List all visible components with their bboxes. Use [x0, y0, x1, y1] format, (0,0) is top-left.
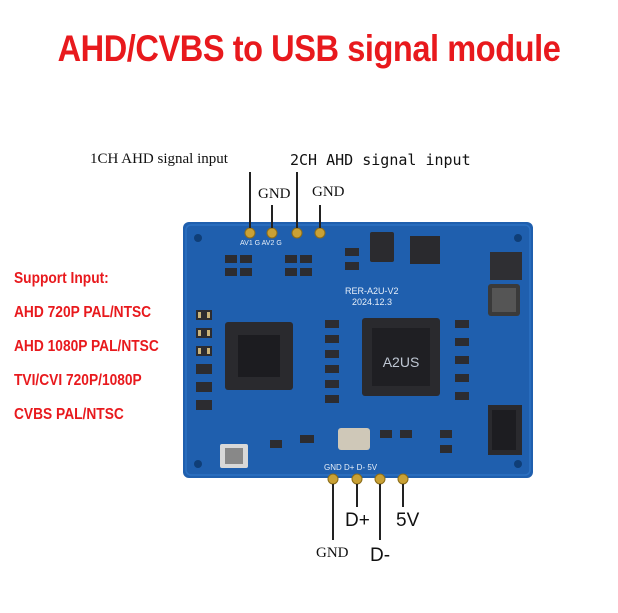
chip-label: A2US — [383, 354, 420, 370]
support-item: AHD 1080P PAL/NTSC — [14, 338, 159, 355]
page-title: AHD/CVBS to USB signal module — [57, 28, 561, 69]
support-item: CVBS PAL/NTSC — [14, 406, 124, 423]
silk-date: 2024.12.3 — [352, 297, 392, 307]
crystal — [338, 428, 370, 450]
support-input-list: Support Input: AHD 720P PAL/NTSC AHD 108… — [14, 262, 159, 432]
dplus-label: D+ — [345, 510, 370, 531]
support-heading: Support Input: — [14, 270, 109, 287]
pcb-board — [183, 222, 533, 478]
support-item: AHD 720P PAL/NTSC — [14, 304, 152, 321]
svg-text:AV1 G AV2 G: AV1 G AV2 G — [240, 240, 282, 247]
svg-text:GND D+ D- 5V: GND D+ D- 5V — [324, 463, 378, 472]
ch1-ahd-input-label: 1CH AHD signal input — [90, 151, 228, 167]
bottom-gnd-label: GND — [316, 545, 349, 561]
silk-model: RER-A2U-V2 — [345, 286, 399, 296]
gnd-left-label: GND — [258, 186, 291, 202]
gnd-right-label: GND — [312, 184, 345, 200]
ch2-ahd-input-label: 2CH AHD signal input — [290, 151, 471, 169]
5v-label: 5V — [396, 510, 420, 531]
dminus-label: D- — [370, 545, 391, 566]
bottom-header-pins — [327, 473, 409, 485]
support-item: TVI/CVI 720P/1080P — [14, 372, 142, 389]
